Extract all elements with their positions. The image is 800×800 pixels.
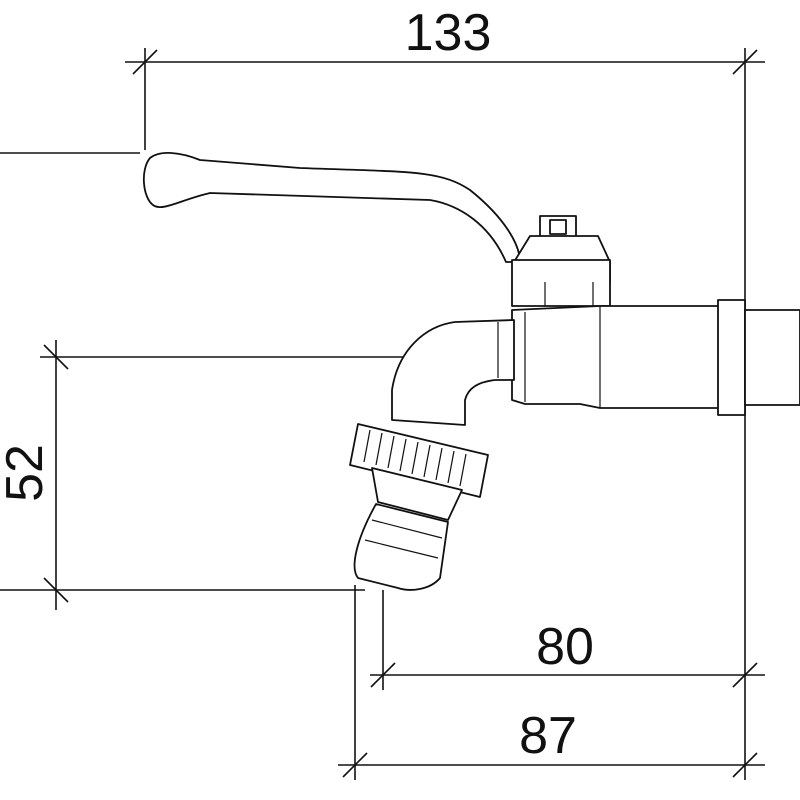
stem-screw <box>549 219 567 235</box>
tick-133-left <box>132 49 158 75</box>
tick-87-left <box>342 752 368 778</box>
dimension-spout-inner: 80 <box>370 590 765 690</box>
tick-52-bottom <box>43 577 69 603</box>
coupling-nut <box>349 423 489 498</box>
bonnet-slots <box>544 282 594 306</box>
dimension-overall-length: 133 <box>125 4 765 420</box>
label-80: 80 <box>536 618 594 676</box>
valve-body-main <box>511 305 723 409</box>
valve-body <box>511 299 800 416</box>
label-133: 133 <box>405 4 492 62</box>
label-52: 52 <box>0 444 54 502</box>
tick-80-left <box>370 662 396 688</box>
hose-connector-taper <box>371 467 463 521</box>
tick-133-right <box>732 49 758 75</box>
tick-52-top <box>43 344 69 370</box>
lever-handle <box>0 152 521 263</box>
barb-ring-1 <box>371 519 443 539</box>
bonnet <box>511 215 611 307</box>
thread-connector <box>717 299 746 416</box>
tick-87-right <box>732 752 758 778</box>
coupling-ring <box>349 423 489 498</box>
hose-barb <box>353 503 449 591</box>
spout <box>391 319 515 426</box>
barb-ring-2 <box>364 539 439 559</box>
lever-arm <box>143 152 521 263</box>
coupling-knurl <box>363 429 467 487</box>
bonnet-block <box>511 259 611 307</box>
label-87: 87 <box>519 707 577 765</box>
hose-connector <box>353 467 463 591</box>
dimension-spout-outer: 87 <box>338 420 765 780</box>
spout-elbow <box>391 319 515 426</box>
thread-end <box>744 309 800 406</box>
